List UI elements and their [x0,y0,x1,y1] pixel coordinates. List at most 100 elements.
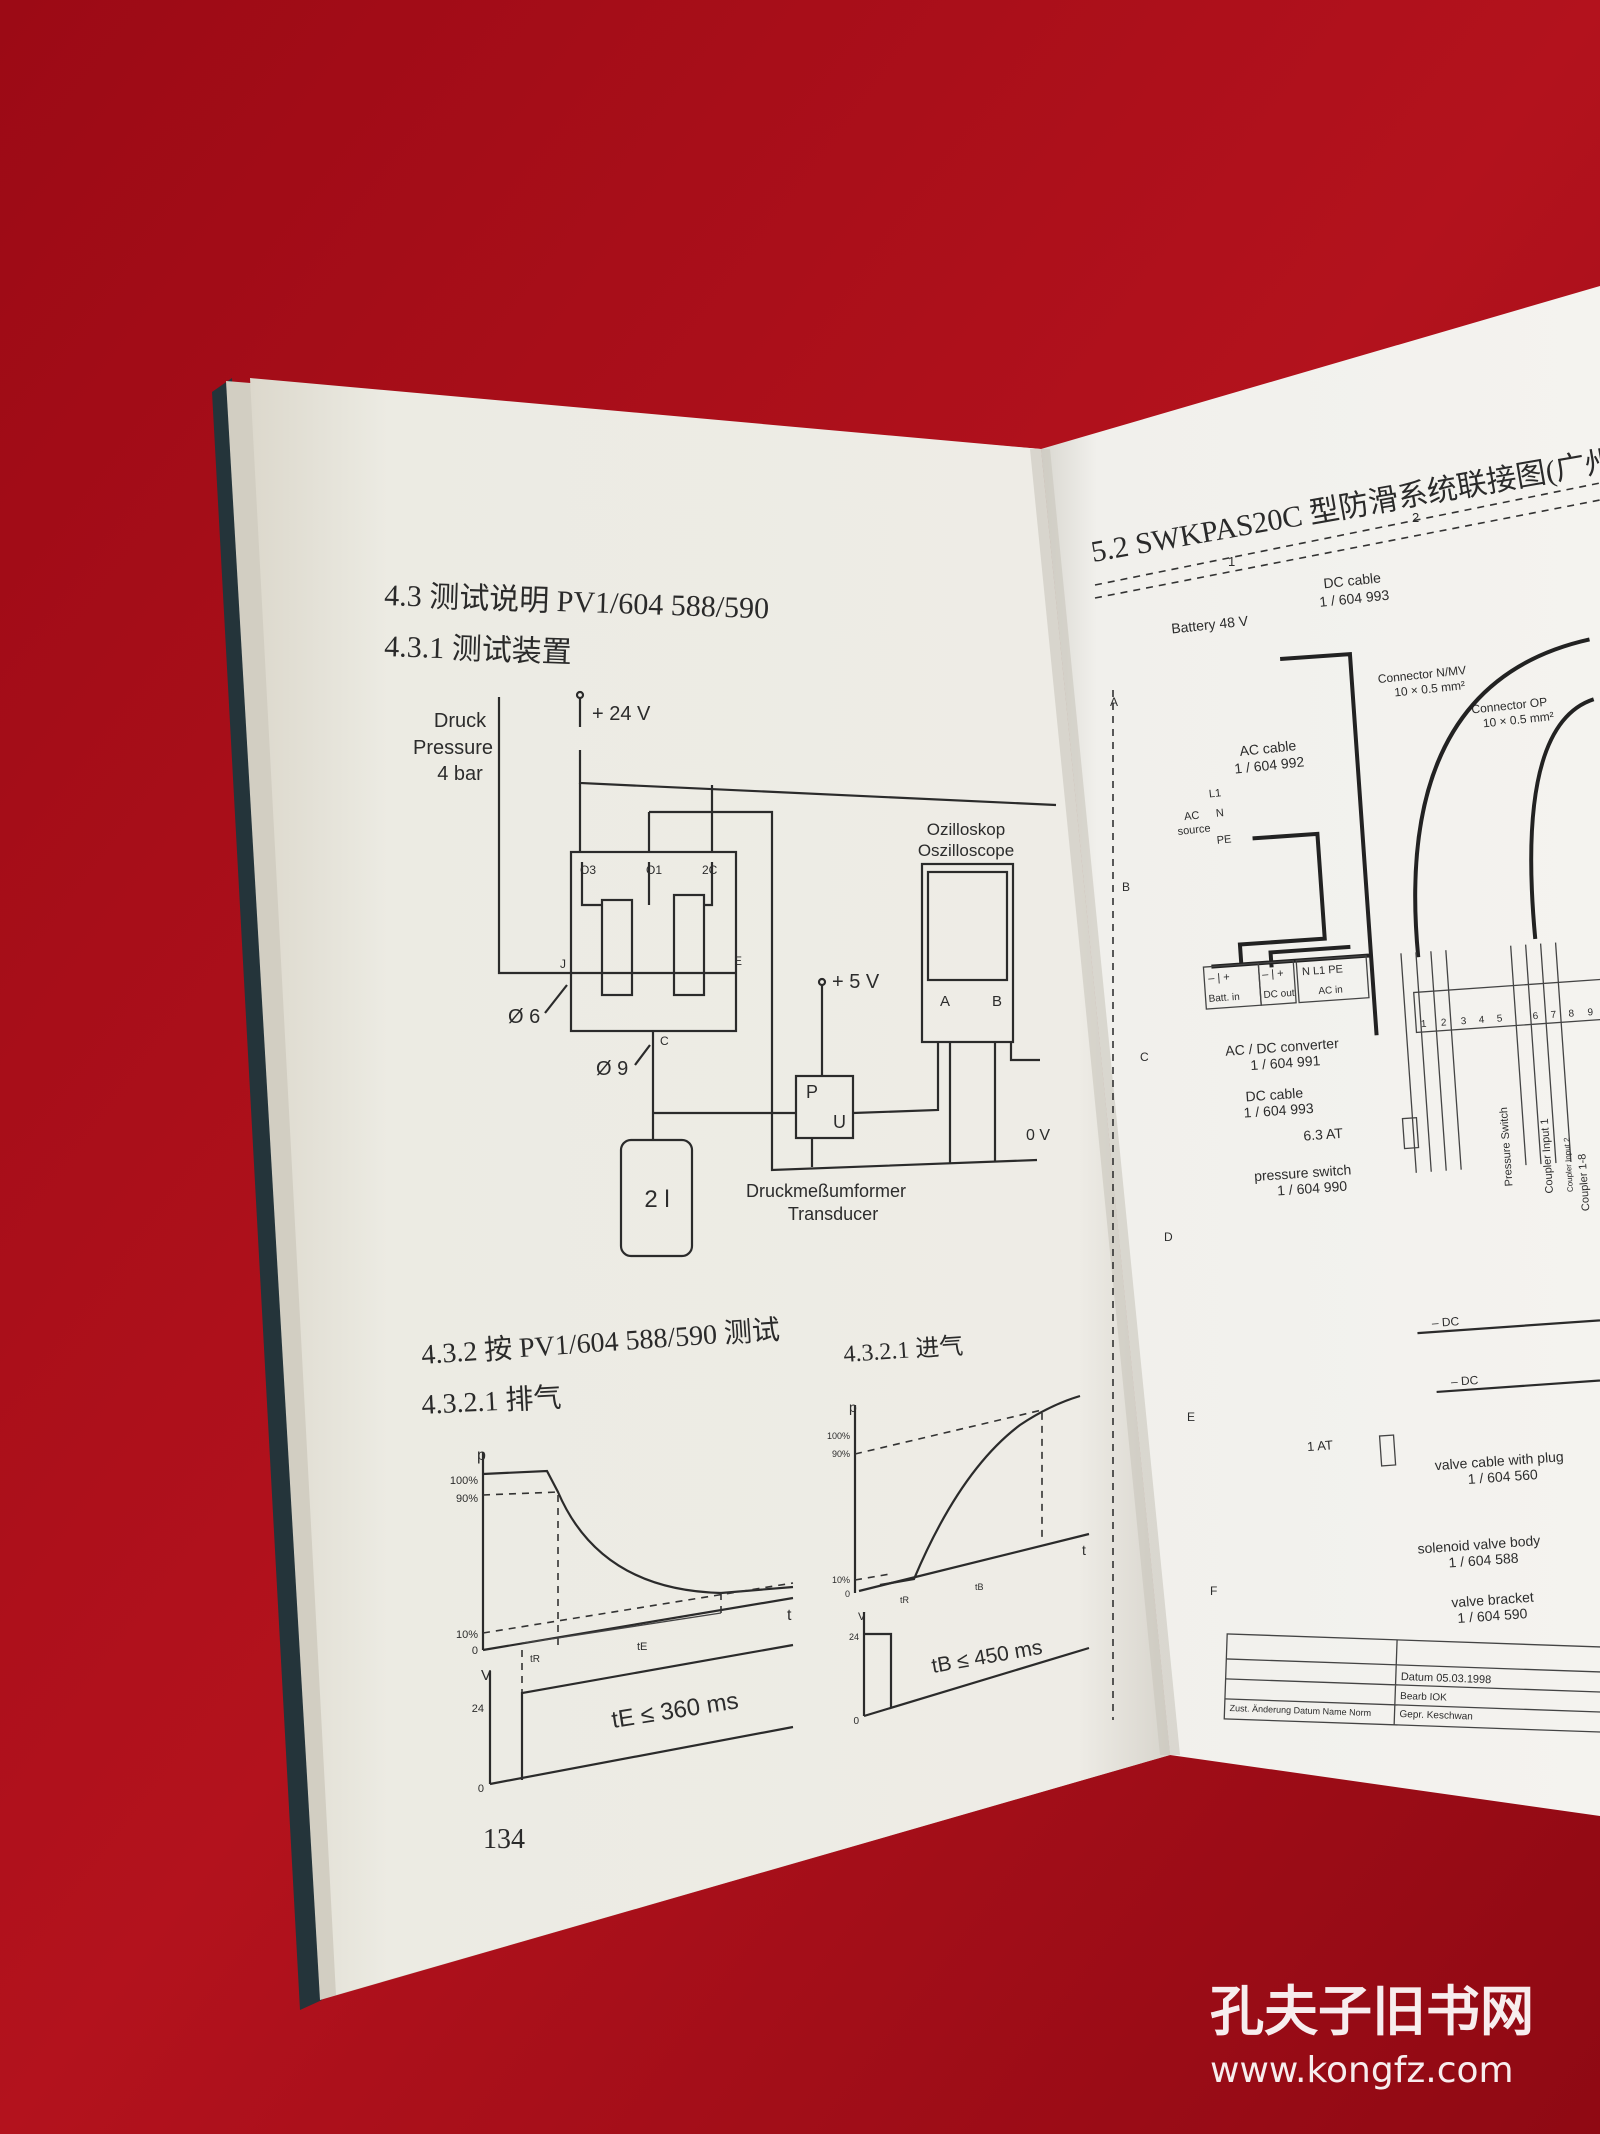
intake-tick-0: 0 [845,1589,850,1599]
column-number-1: 1 [1228,554,1235,569]
ac-n: N [1215,807,1224,820]
gutter-shadow [1030,449,1180,1755]
intake-p-axis-label: p [849,1399,857,1415]
vertical-label-coupler-1-8: Coupler 1-8 [1576,1153,1592,1211]
scope-label-en: Oszilloscope [918,841,1014,860]
title-block-frame [1223,1633,1600,1733]
scope-channel-b: B [992,993,1002,1010]
valve-bracket-label: valve bracket [1451,1589,1535,1611]
intake-tick-10: 10% [832,1575,850,1585]
exhaust-interval-arrows [521,1612,722,1644]
ac-cable-label: AC cable [1239,737,1297,759]
exhaust-tick-10: 10% [456,1629,478,1641]
valve-spool-right [672,893,706,997]
title-block-header: Zust. Änderung Datum Name Norm [1229,1703,1371,1718]
row-letter-f: F [1210,1584,1217,1598]
dc-minus-label-1: – DC [1431,1314,1460,1330]
dc-minus-label-2: – DC [1450,1373,1479,1389]
terminal-ac-pins: N L1 PE [1302,963,1344,978]
exhaust-tick-100: 100% [450,1475,478,1487]
strip-terminal-6: 6 [1532,1011,1539,1022]
column-number-2: 2 [1412,510,1419,525]
row-letter-a: A [1110,695,1118,709]
transducer-label-en: Transducer [788,1204,878,1224]
valve-internal-lines [571,862,736,975]
exhaust-v-axis-label: V [481,1667,491,1684]
terminal-batt-pins: – | + [1208,971,1230,984]
tank-volume-label: 2 l [644,1186,669,1213]
control-wires [578,783,1038,1172]
connector-cable-bundles [1413,637,1595,958]
watermark: 孔夫子旧书网 www.kongfz.com [1210,1980,1534,2091]
row-letter-e: E [1187,1410,1195,1424]
vertical-label-coupler-input-1: Coupler Input 1 [1539,1118,1556,1194]
page-number: 134 [483,1824,525,1855]
subsection-setup-title: 4.3.1 测试装置 [384,630,573,670]
transducer-box [794,1074,855,1140]
pressure-label-1: Druck [434,710,487,732]
title-block: Datum 05.03.1998 Bearb IOK Gepr. Keschwa… [1223,1633,1600,1733]
diameter-9-label: Ø 9 [596,1058,628,1080]
title-block-grid [1224,1639,1600,1725]
strip-terminal-4: 4 [1478,1015,1485,1026]
transducer-label-de: Druckmeßumformer [746,1181,906,1201]
pressure-label-2: Pressure [413,737,493,759]
pressure-switch-label: pressure switch [1254,1161,1352,1184]
supply-24v-label: + 24 V [592,703,651,725]
exhaust-v-tick-0: 0 [478,1783,484,1795]
intake-v-tick-0: 0 [853,1716,859,1727]
dc-cable-bottom-label: DC cable [1245,1085,1304,1105]
supply-5v-label: + 5 V [832,971,880,993]
pressure-pipe [651,1031,796,1140]
port-2c: 2C [702,863,718,877]
port-o1: O1 [646,863,662,877]
dc-cable-bottom-part: 1 / 604 993 [1243,1100,1314,1121]
exhaust-p-axis-label: p [477,1447,486,1464]
oscilloscope [920,862,1015,1044]
terminal-ac-caption: AC in [1318,984,1343,997]
port-c: C [660,1034,669,1048]
scope-wires [948,1042,1040,1163]
pressure-label-3: 4 bar [437,763,483,785]
intake-t-label: t [1082,1542,1086,1558]
terminal-ac-in [1295,955,1370,1004]
vertical-label-pressure-switch: Pressure Switch [1498,1107,1516,1187]
title-block-date: Datum 05.03.1998 [1401,1671,1492,1686]
left-page [250,378,1170,1995]
frame-border-top [1094,482,1600,599]
ac-cable-part: 1 / 604 992 [1234,753,1306,776]
ac-pe: PE [1216,833,1232,846]
intake-pressure-curve [879,1394,1081,1587]
scope-channel-a: A [940,993,950,1010]
pressure-switch-part: 1 / 604 990 [1277,1178,1348,1199]
intake-tr-label: tR [900,1595,910,1605]
row-letter-c: C [1140,1050,1149,1064]
intake-voltage-pulse [863,1632,1090,1718]
terminal-dc-pins: – | + [1262,968,1284,981]
row-letter-d: D [1164,1230,1173,1244]
title-block-drawn: Bearb IOK [1400,1691,1447,1704]
port-j: J [560,957,566,971]
terminal-dc-out [1257,960,1297,1006]
ac-l1: L1 [1208,787,1221,800]
exhaust-title: 4.3.2.1 排气 [421,1382,562,1421]
right-page [1041,286,1600,1816]
intake-tick-100: 100% [827,1431,850,1441]
port-o3: O3 [580,863,596,877]
valve-bracket-part: 1 / 604 590 [1457,1605,1528,1626]
converter-label: AC / DC converter [1225,1035,1340,1059]
valve-body-part: 1 / 604 588 [1448,1550,1519,1571]
diameter-leaders [544,984,651,1066]
transducer-pin-u: U [833,1112,846,1132]
fuse-6-3-symbol [1401,1116,1420,1150]
watermark-url: www.kongfz.com [1210,2050,1514,2091]
exhaust-voltage-pulse [489,1643,794,1786]
intake-v-tick-24: 24 [849,1632,859,1642]
dc-rails [1417,1316,1600,1394]
strip-terminal-2: 2 [1441,1017,1448,1028]
scope-label-de: Ozilloskop [927,820,1005,839]
terminal-strip [1413,977,1600,1034]
fuse-1-label: 1 AT [1307,1437,1334,1454]
strip-terminal-3: 3 [1460,1016,1467,1027]
